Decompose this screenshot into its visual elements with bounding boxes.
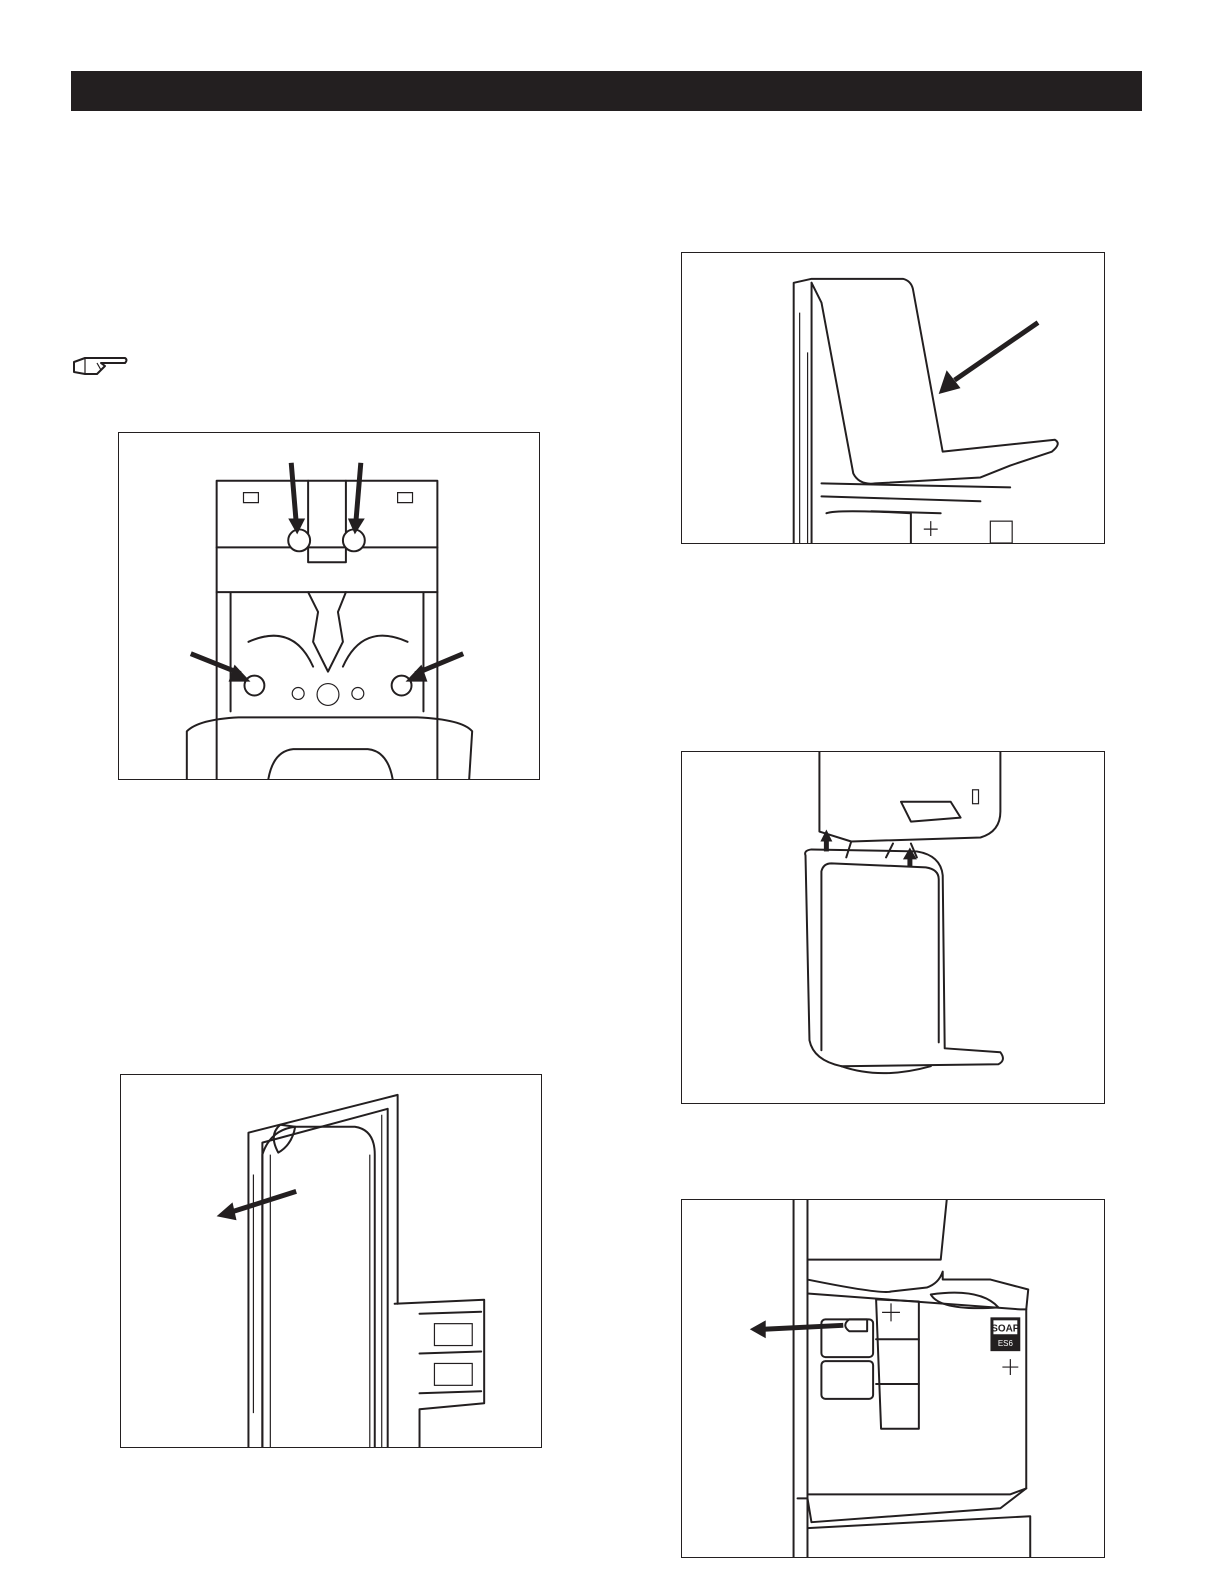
battery-figure: SOAP ES6 <box>681 1199 1105 1558</box>
peel-liner-diagram <box>121 1075 541 1447</box>
soap-label: SOAP <box>991 1323 1020 1334</box>
drip-tray-figure <box>681 751 1105 1104</box>
liner-removal-figure <box>120 1074 542 1448</box>
cover-insert-diagram <box>682 253 1104 543</box>
battery-compartment-diagram: SOAP ES6 <box>682 1200 1104 1557</box>
pointing-hand-icon <box>71 352 129 380</box>
drip-tray-attach-diagram <box>682 752 1104 1103</box>
mounting-holes-diagram <box>119 433 539 779</box>
wall-mount-figure <box>118 432 540 780</box>
soap-sublabel: ES6 <box>998 1339 1014 1348</box>
cover-insert-figure <box>681 252 1105 544</box>
section-header-bar <box>71 71 1142 111</box>
